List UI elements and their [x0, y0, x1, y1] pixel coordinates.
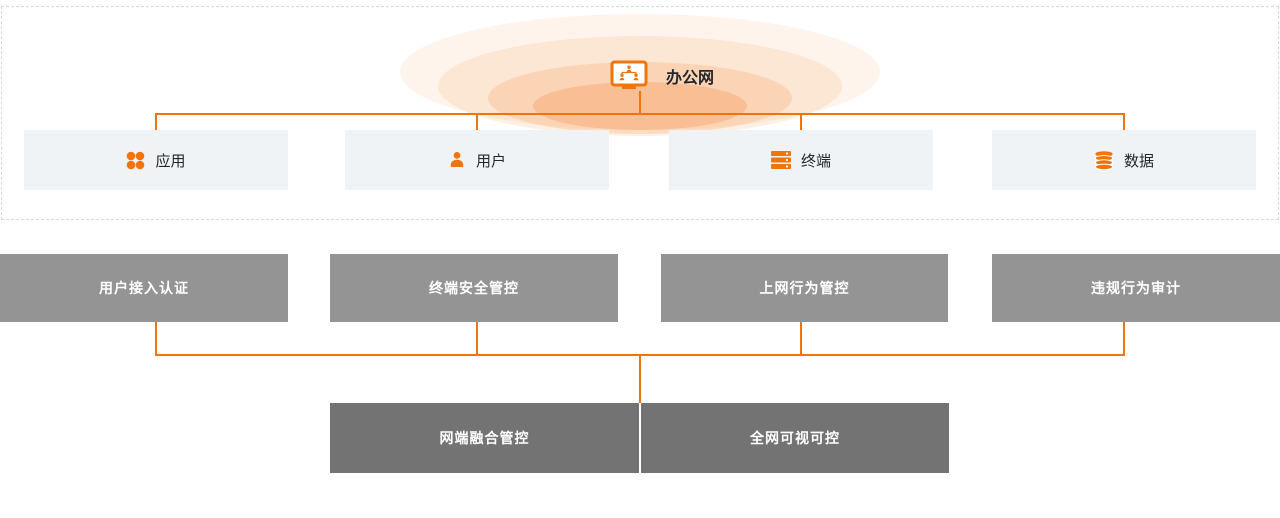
- asset-box-label: 应用: [155, 152, 186, 170]
- asset-box-label: 用户: [475, 152, 506, 170]
- connector-line: [1123, 322, 1125, 356]
- connector-line: [1123, 113, 1125, 130]
- connector-line: [476, 113, 478, 130]
- office-network-node: 办公网: [610, 60, 714, 92]
- platform-box-network-visibility: 全网可视可控: [641, 403, 949, 473]
- platform-box-label: 网端融合管控: [439, 430, 530, 446]
- database-icon: [1094, 150, 1114, 170]
- capability-box-label: 用户接入认证: [99, 280, 189, 296]
- connector-line: [155, 113, 157, 130]
- capability-box-label: 终端安全管控: [429, 280, 519, 296]
- capability-box-label: 违规行为审计: [1091, 280, 1181, 296]
- connector-line: [639, 354, 641, 403]
- office-network-icon: [610, 60, 648, 92]
- asset-box-terminals: 终端: [669, 130, 933, 190]
- apps-icon: [126, 151, 145, 170]
- connector-line: [155, 322, 157, 356]
- platform-box-converged-control: 网端融合管控: [330, 403, 639, 473]
- capability-box-label: 上网行为管控: [759, 280, 850, 296]
- office-network-zone-frame: [1, 6, 1279, 220]
- connector-line: [800, 113, 802, 130]
- asset-box-label: 终端: [800, 152, 831, 170]
- asset-box-apps: 应用: [24, 130, 288, 190]
- asset-box-users: 用户: [345, 130, 609, 190]
- asset-box-data: 数据: [992, 130, 1256, 190]
- asset-box-label: 数据: [1123, 152, 1154, 170]
- terminal-icon: [770, 151, 791, 169]
- connector-line: [476, 322, 478, 356]
- capability-box-web-behavior: 上网行为管控: [661, 254, 948, 322]
- capability-box-violation-audit: 违规行为审计: [992, 254, 1280, 322]
- office-network-label: 办公网: [666, 70, 715, 87]
- connector-line: [800, 322, 802, 356]
- capability-box-endpoint-security: 终端安全管控: [330, 254, 618, 322]
- platform-box-label: 全网可视可控: [750, 430, 840, 446]
- user-icon: [448, 151, 466, 169]
- capability-box-access-auth: 用户接入认证: [0, 254, 288, 322]
- connector-line: [155, 113, 1125, 115]
- connector-line: [639, 91, 641, 114]
